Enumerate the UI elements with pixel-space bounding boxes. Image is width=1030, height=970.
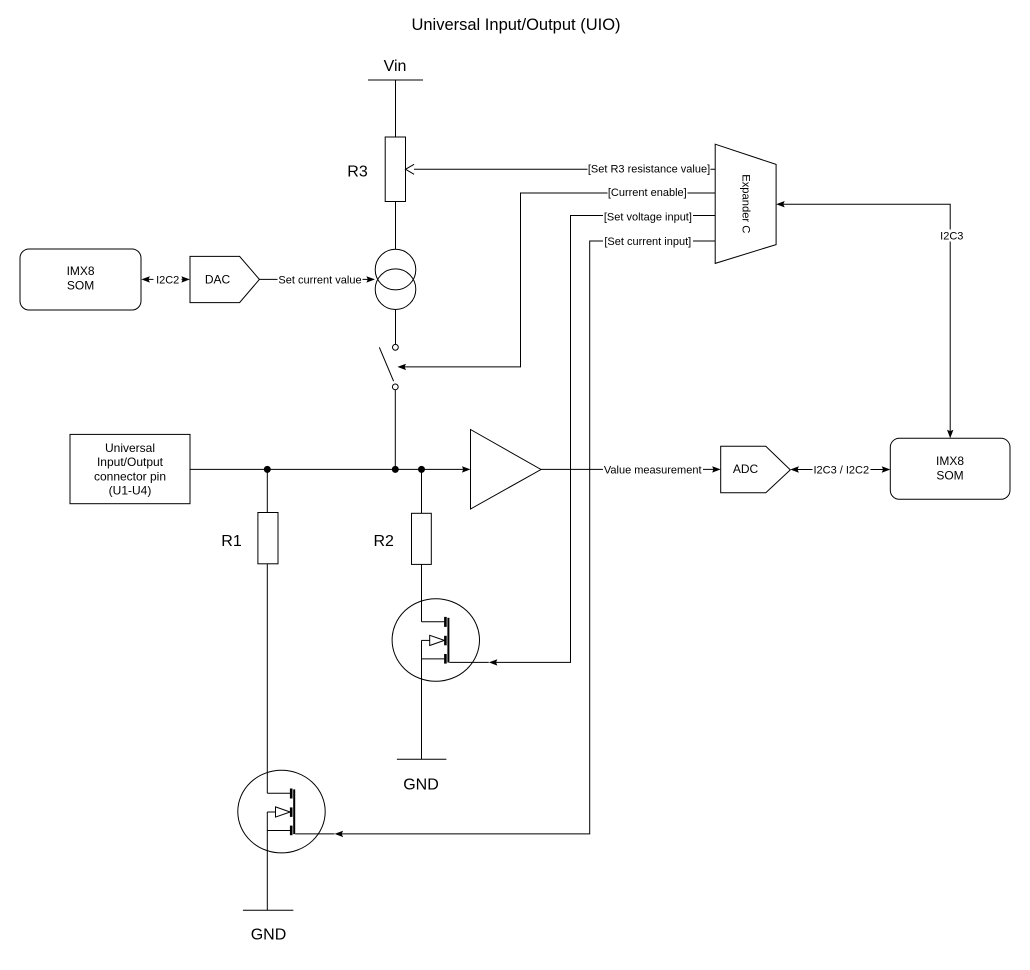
svg-text:GND: GND [251,926,287,943]
svg-text:Universal: Universal [105,441,155,455]
svg-text:IMX8: IMX8 [936,454,964,468]
svg-text:GND: GND [403,777,439,794]
svg-text:R1: R1 [221,533,242,550]
svg-text:Value measurement: Value measurement [604,464,702,476]
svg-text:[Set current input]: [Set current input] [604,236,691,248]
svg-text:R3: R3 [347,164,368,181]
svg-text:[Set R3 resistance value]: [Set R3 resistance value] [588,164,710,176]
svg-text:SOM: SOM [67,278,94,292]
svg-text:Vin: Vin [384,58,407,75]
svg-text:Input/Output: Input/Output [97,455,164,469]
svg-text:I2C2: I2C2 [156,275,179,287]
svg-text:SOM: SOM [936,468,963,482]
svg-text:(U1-U4): (U1-U4) [109,484,152,498]
svg-text:DAC: DAC [205,273,231,287]
svg-text:[Current enable]: [Current enable] [608,187,687,199]
svg-text:[Set voltage input]: [Set voltage input] [604,211,692,223]
svg-text:connector pin: connector pin [94,469,166,483]
svg-text:Expander C: Expander C [740,174,752,233]
svg-text:I2C3: I2C3 [940,230,963,242]
svg-text:IMX8: IMX8 [67,264,95,278]
svg-text:I2C3 / I2C2: I2C3 / I2C2 [813,464,869,476]
svg-text:Universal Input/Output (UIO): Universal Input/Output (UIO) [411,16,620,34]
svg-text:Set current value: Set current value [278,275,361,287]
svg-text:R2: R2 [373,533,394,550]
svg-text:ADC: ADC [733,462,759,476]
